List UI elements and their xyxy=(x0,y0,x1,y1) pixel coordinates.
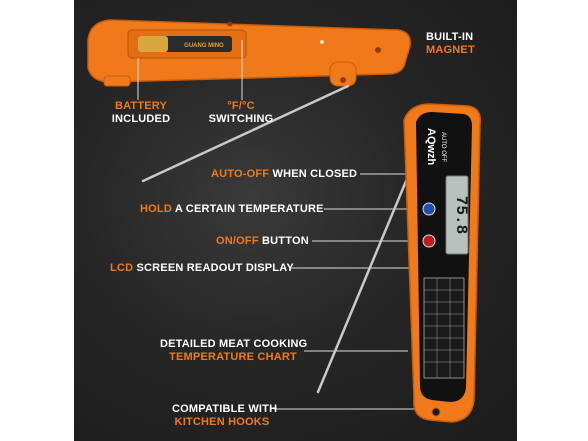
callout-auto-off: AUTO-OFF WHEN CLOSED xyxy=(211,168,357,181)
callout-on-off-rest: BUTTON xyxy=(258,235,309,247)
callout-kitchen-hooks: COMPATIBLE WITH KITCHEN HOOKS xyxy=(172,403,278,429)
callout-unit-switching: °F/°C SWITCHING xyxy=(206,100,276,126)
callout-magnet-line1: BUILT-IN xyxy=(426,31,474,43)
callout-hold-highlight: HOLD xyxy=(140,203,172,215)
auto-off-text: AUTO OFF xyxy=(440,132,446,163)
callout-built-in-magnet: BUILT-IN MAGNET xyxy=(426,31,475,57)
callout-magnet-line2: MAGNET xyxy=(426,44,475,56)
callout-chart-line2: TEMPERATURE CHART xyxy=(169,351,297,363)
callout-hold-rest: A CERTAIN TEMPERATURE xyxy=(171,203,324,215)
callout-on-off-highlight: ON/OFF xyxy=(216,235,259,247)
callout-battery-line1: BATTERY xyxy=(114,100,168,112)
callout-lcd: LCD SCREEN READOUT DISPLAY xyxy=(110,262,294,275)
callout-temperature-chart: DETAILED MEAT COOKING TEMPERATURE CHART xyxy=(160,338,308,364)
callout-hooks-line1: COMPATIBLE WITH xyxy=(172,403,278,415)
callout-lcd-highlight: LCD xyxy=(110,262,134,274)
battery-label-text: GUANG MING xyxy=(184,43,224,49)
callout-switching-line1: °F/°C xyxy=(227,100,255,112)
front-thermometer: 75.8 AQwzh AUTO OFF xyxy=(316,103,481,423)
callout-hold: HOLD A CERTAIN TEMPERATURE xyxy=(140,203,324,216)
callout-lcd-rest: SCREEN READOUT DISPLAY xyxy=(133,262,294,274)
callout-battery-line2: INCLUDED xyxy=(111,113,171,125)
callout-switching-line2: SWITCHING xyxy=(208,113,274,125)
top-thermometer: GUANG MING xyxy=(87,19,411,183)
callout-auto-off-rest: WHEN CLOSED xyxy=(269,168,358,180)
brand-text: AQwzh xyxy=(425,128,437,166)
callout-chart-line1: DETAILED MEAT COOKING xyxy=(160,338,308,350)
callout-lines xyxy=(137,40,444,410)
callout-auto-off-highlight: AUTO-OFF xyxy=(211,168,270,180)
callout-battery-included: BATTERY INCLUDED xyxy=(108,100,174,126)
callout-on-off: ON/OFF BUTTON xyxy=(216,235,309,248)
lcd-readout-text: 75.8 xyxy=(452,196,470,234)
callout-hooks-line2: KITCHEN HOOKS xyxy=(174,416,270,428)
